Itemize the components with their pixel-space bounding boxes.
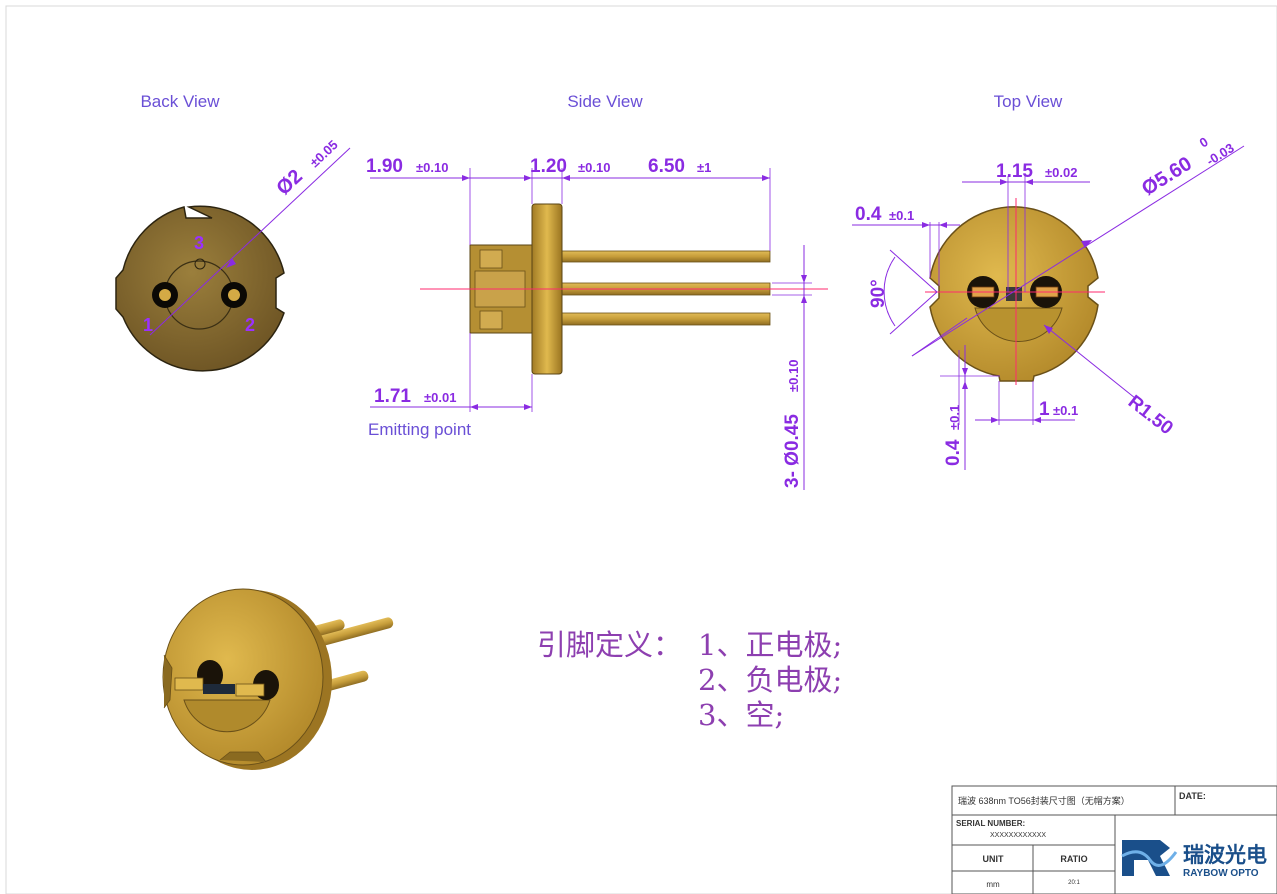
logo-en: RAYBOW OPTO bbox=[1183, 868, 1259, 879]
top-angle-arc bbox=[883, 256, 896, 327]
top-laser-die bbox=[1006, 287, 1022, 301]
top-diameter-line bbox=[911, 145, 1245, 357]
pin-3-label: 3 bbox=[194, 233, 204, 253]
tb-unit-value: mm bbox=[986, 880, 1000, 889]
iso-hole-left bbox=[197, 660, 223, 690]
title-block: 瑞波 638nm TO56封装尺寸图（无帽方案） DATE: SERIAL NU… bbox=[951, 785, 1277, 894]
top-notch-arrow-a bbox=[922, 222, 930, 228]
back-view: Ø2 ±0.05 1 2 3 bbox=[115, 137, 351, 372]
top-width-arrow-b bbox=[1025, 179, 1033, 185]
top-slot-arrow-a bbox=[991, 417, 999, 423]
side-pin-arrow-a bbox=[801, 275, 807, 283]
top-leader bbox=[911, 317, 968, 357]
tb-ratio-value: 20:1 bbox=[1068, 880, 1080, 886]
side-d2-value: 1.20 bbox=[530, 156, 567, 177]
pin-1-label: 1 bbox=[143, 315, 153, 335]
side-d2-tol: ±0.10 bbox=[578, 160, 610, 175]
iso-laser-die bbox=[203, 684, 235, 694]
back-diameter-value: Ø2 bbox=[272, 165, 307, 199]
top-view-label: Top View bbox=[994, 92, 1063, 111]
sheet-border bbox=[5, 5, 1277, 894]
tb-serial-label: SERIAL NUMBER: bbox=[956, 819, 1025, 828]
side-arrow-c bbox=[562, 175, 570, 181]
side-pin-bottom bbox=[559, 312, 771, 326]
pin-def-line1: 1、正电极; bbox=[698, 628, 842, 662]
top-radius-value: R1.50 bbox=[1124, 391, 1177, 439]
iso-submount-right bbox=[235, 683, 265, 697]
side-emit-value: 1.71 bbox=[374, 386, 411, 407]
side-emit-arrow-a bbox=[470, 404, 478, 410]
side-d1-tol: ±0.10 bbox=[416, 160, 448, 175]
iso-submount-left bbox=[174, 677, 204, 691]
back-diameter-line bbox=[149, 147, 351, 336]
iso-notch-left bbox=[163, 654, 173, 709]
pin-1-pin bbox=[159, 289, 171, 301]
side-emit-tol: ±0.01 bbox=[424, 390, 456, 405]
pin-2-pin bbox=[228, 289, 240, 301]
iso-flange-face bbox=[162, 588, 324, 766]
back-diameter-tol: ±0.05 bbox=[307, 137, 341, 170]
logo-mark bbox=[1122, 840, 1170, 876]
logo-wave bbox=[1121, 850, 1178, 867]
tb-serial-value: XXXXXXXXXXXX bbox=[990, 832, 1046, 839]
top-notch-value: 0.4 bbox=[855, 204, 882, 225]
top-notch-arrow-b bbox=[939, 222, 947, 228]
side-arrow-d bbox=[762, 175, 770, 181]
isometric-view bbox=[162, 588, 394, 770]
top-notch2-arrow-a bbox=[962, 368, 968, 376]
side-chip-bottom bbox=[479, 310, 503, 330]
tb-date-label: DATE: bbox=[1179, 791, 1206, 801]
side-pin-dia-tol: ±0.10 bbox=[786, 360, 801, 392]
top-angle-value: 90° bbox=[868, 279, 889, 308]
side-d3-tol: ±1 bbox=[697, 160, 711, 175]
top-radius-line bbox=[1043, 324, 1136, 399]
tb-ratio-label: RATIO bbox=[1060, 854, 1087, 864]
side-view: 1.90 ±0.10 1.20 ±0.10 6.50 ±1 1.71 ±0.01… bbox=[366, 156, 828, 490]
top-width-tol: ±0.02 bbox=[1045, 165, 1077, 180]
top-diameter-arrow bbox=[1081, 240, 1092, 248]
top-view: 1.15 ±0.02 Ø5.60 0 -0.03 0.4 ±0.1 90° 1 … bbox=[852, 134, 1245, 470]
pin-def-line2: 2、负电极; bbox=[698, 663, 842, 697]
side-d3-value: 6.50 bbox=[648, 156, 685, 177]
top-notch2-tol: ±0.1 bbox=[947, 405, 962, 430]
pin-3-hole bbox=[194, 258, 206, 270]
top-slot-value: 1 bbox=[1039, 399, 1050, 420]
side-pin-arrow-b bbox=[801, 295, 807, 303]
emitting-point-label: Emitting point bbox=[368, 420, 471, 439]
top-angle-leg-1 bbox=[889, 249, 938, 293]
iso-notch-bottom bbox=[219, 751, 267, 763]
back-view-label: Back View bbox=[140, 92, 220, 111]
pin-def-title: 引脚定义： bbox=[537, 628, 682, 662]
tb-unit-label: UNIT bbox=[983, 854, 1004, 864]
top-notch-tol: ±0.1 bbox=[889, 208, 914, 223]
top-width-value: 1.15 bbox=[996, 161, 1033, 182]
pin-def-line3: 3、空; bbox=[698, 698, 784, 732]
top-radius-arrow bbox=[1044, 325, 1053, 334]
top-notch2-value: 0.4 bbox=[943, 439, 964, 466]
iso-heatsink bbox=[183, 699, 271, 733]
tb-title: 瑞波 638nm TO56封装尺寸图（无帽方案） bbox=[958, 795, 1130, 806]
side-chip-top bbox=[479, 249, 503, 269]
top-angle-leg-2 bbox=[889, 291, 938, 335]
side-pin-top bbox=[559, 250, 771, 263]
top-notch2-arrow-b bbox=[962, 381, 968, 389]
top-slot-arrow-b bbox=[1033, 417, 1041, 423]
side-emit-arrow-b bbox=[524, 404, 532, 410]
pin-2-label: 2 bbox=[245, 315, 255, 335]
top-slot-tol: ±0.1 bbox=[1053, 403, 1078, 418]
raybow-logo: 瑞波光电 RAYBOW OPTO bbox=[1121, 840, 1267, 879]
side-arrow-b bbox=[524, 175, 532, 181]
side-view-label: Side View bbox=[567, 92, 643, 111]
top-diameter-value: Ø5.60 bbox=[1138, 153, 1196, 201]
back-diameter-arrow bbox=[226, 258, 236, 268]
top-view-heatsink bbox=[974, 307, 1063, 342]
side-pin-dia-value: 3- Ø0.45 bbox=[782, 414, 803, 488]
top-width-arrow-a bbox=[1000, 179, 1008, 185]
side-d1-value: 1.90 bbox=[366, 156, 403, 177]
side-arrow-a bbox=[462, 175, 470, 181]
pin-definition: 引脚定义： 1、正电极; 2、负电极; 3、空; bbox=[537, 628, 842, 732]
top-diameter-tol-upper: 0 bbox=[1197, 134, 1211, 151]
logo-cn: 瑞波光电 bbox=[1183, 843, 1267, 867]
